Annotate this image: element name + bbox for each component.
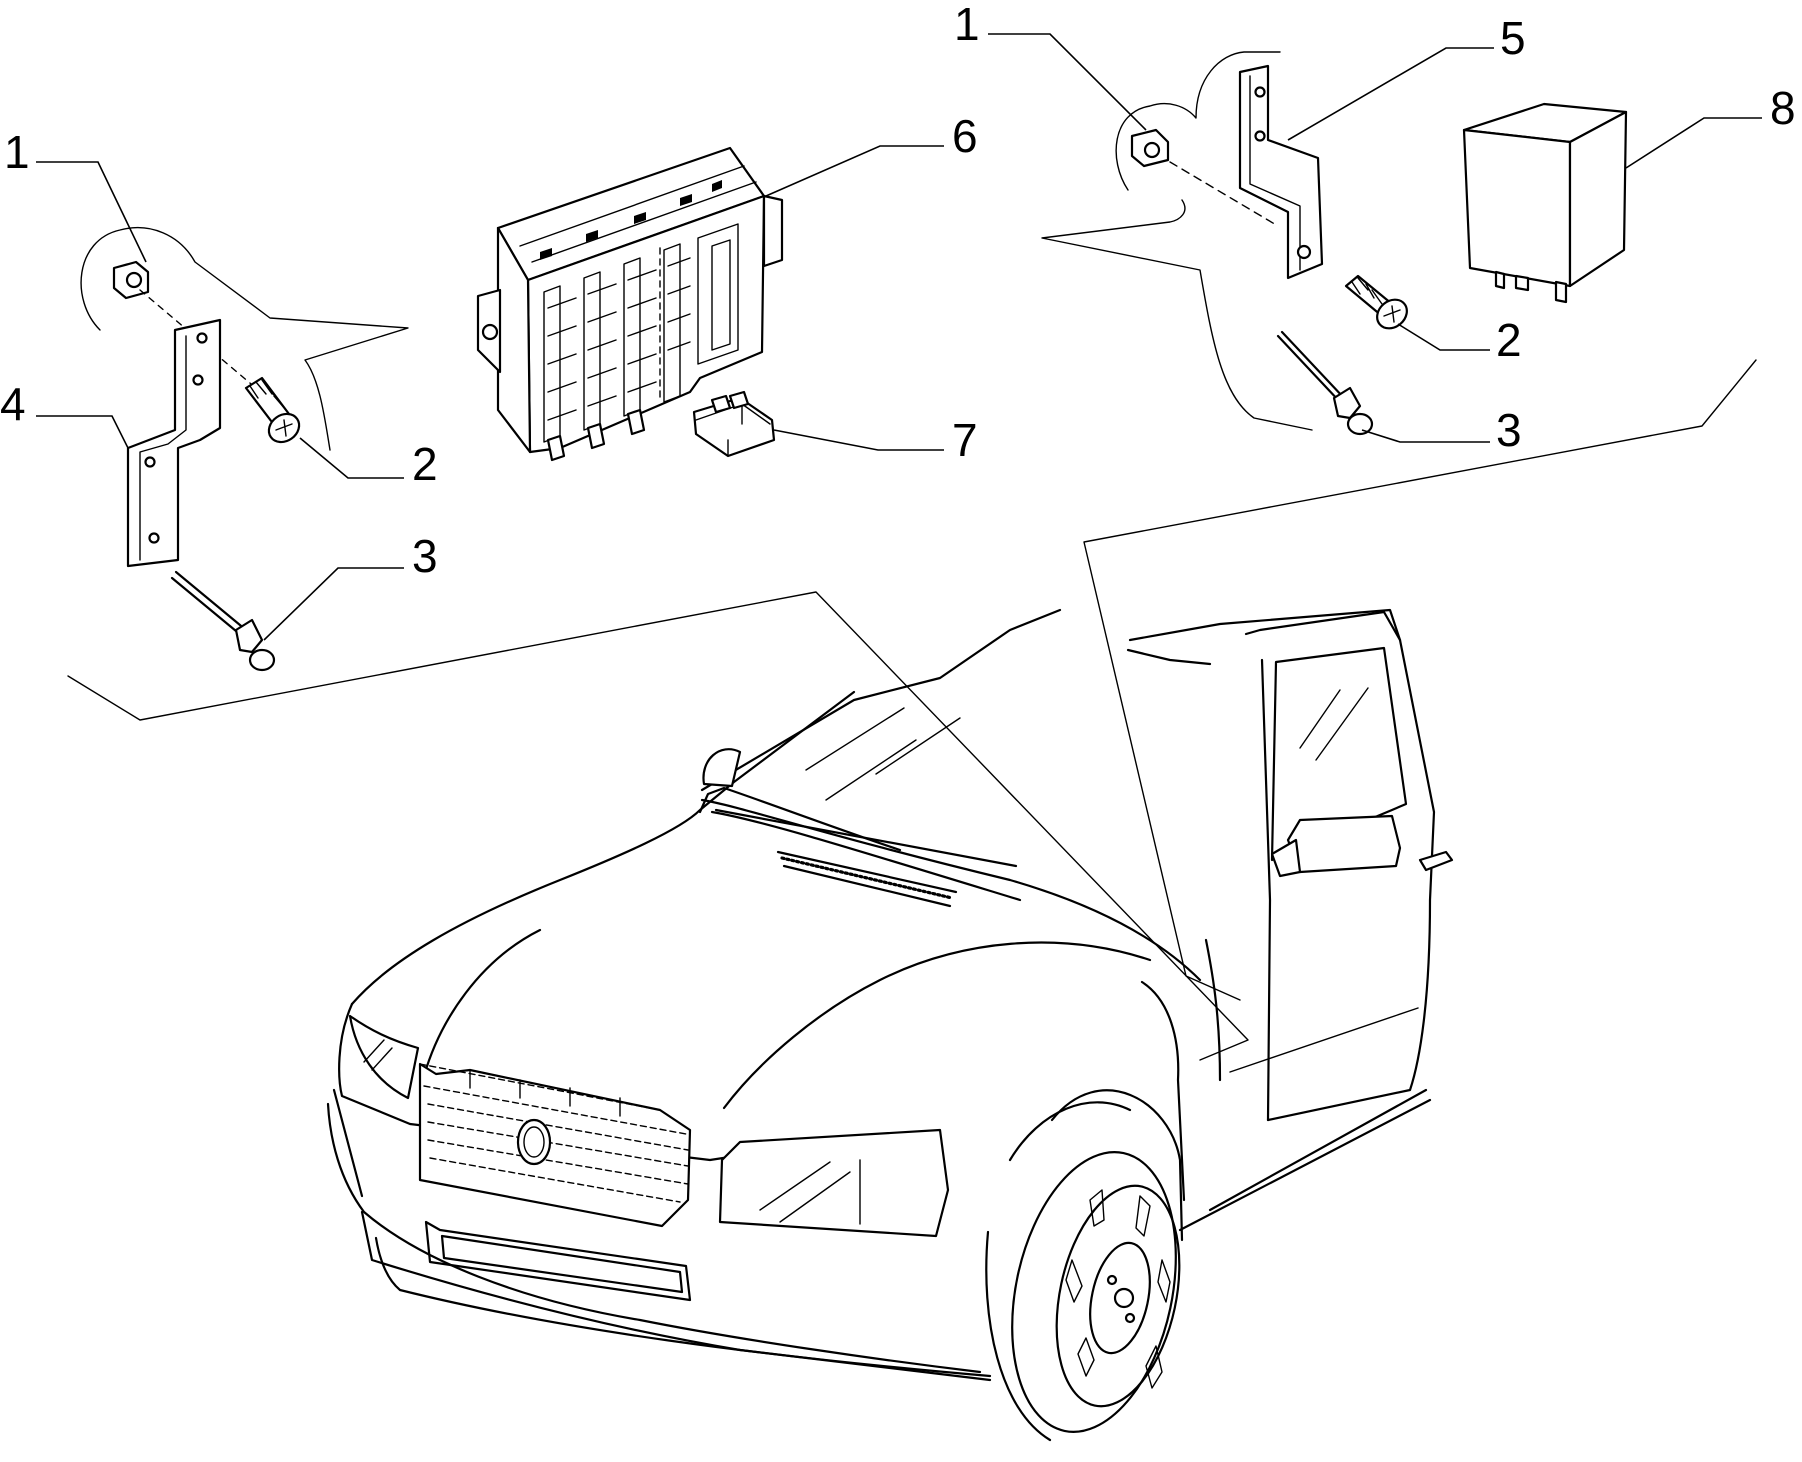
fuse-box-part: [476, 146, 784, 462]
callout-1-left: 1: [4, 126, 30, 178]
callout-4-left: 4: [0, 378, 26, 430]
callout-2-left: 2: [412, 438, 438, 490]
callout-8: 8: [1770, 82, 1796, 134]
callout-3-left: 3: [412, 530, 438, 582]
mini-fuse-part: [692, 390, 776, 458]
bracket-part-right: [1238, 64, 1324, 280]
clip-part: [112, 260, 150, 300]
pin-part-right: [1276, 330, 1374, 436]
left-zone-line: [67, 591, 1249, 1061]
callout-5: 5: [1500, 12, 1526, 64]
front-wheel: [1011, 1151, 1181, 1433]
right-headlight: [718, 1128, 950, 1238]
left-headlight: [348, 1014, 420, 1100]
screw-part: [244, 376, 301, 444]
relay-part: [1462, 102, 1628, 304]
callout-2-right: 2: [1496, 314, 1522, 366]
callout-1-right: 1: [954, 0, 980, 50]
clip-part-right: [1130, 128, 1170, 168]
pin-part: [170, 570, 276, 672]
callout-6: 6: [952, 110, 978, 162]
front-grille: [418, 1062, 692, 1228]
screw-part-right: [1344, 274, 1408, 330]
car-illustration: [326, 608, 1454, 1442]
right-detail-group: [1041, 51, 1628, 436]
callout-7: 7: [952, 414, 978, 466]
left-detail-group: [80, 226, 409, 672]
right-zone-line: [1083, 359, 1757, 1001]
callout-3-right: 3: [1496, 404, 1522, 456]
bracket-part: [126, 318, 222, 568]
